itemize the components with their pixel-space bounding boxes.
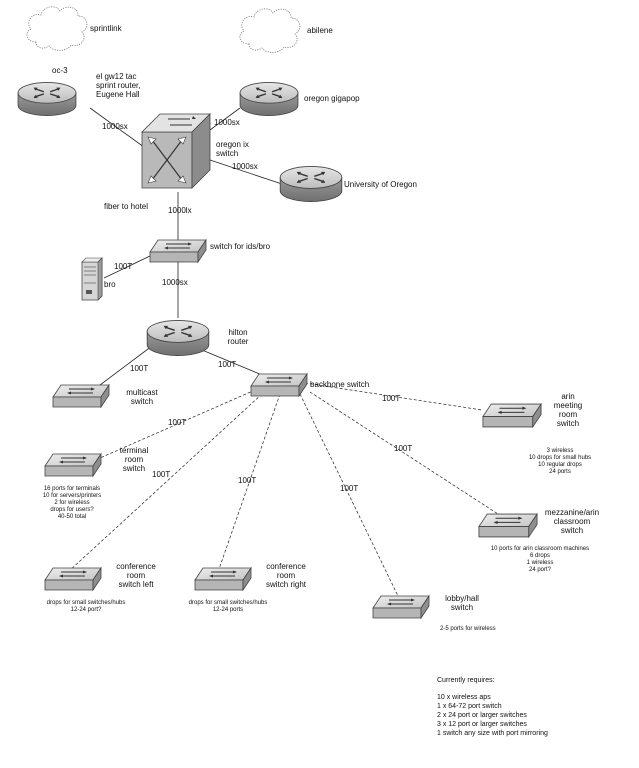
- link-label-router-multicast: 100T: [130, 364, 149, 373]
- sprintlink-label: sprintlink: [90, 24, 122, 33]
- link-label-sprint-ix: 1000sx: [102, 122, 128, 131]
- abilene-label: abilene: [307, 26, 333, 35]
- link-backbone-to-conf-right: [217, 393, 281, 573]
- sprintlink-cloud-icon: [26, 6, 88, 51]
- arin-meeting-switch-label: arin meeting room switch: [553, 392, 583, 428]
- backbone-switch-label: backbone switch: [310, 380, 370, 389]
- fiber-to-hotel-label: fiber to hotel: [104, 202, 149, 211]
- gigapop-label: oregon gigapop: [304, 94, 360, 103]
- requirement-item: 2 x 24 port or larger switches: [437, 712, 527, 719]
- conf-right-switch-label: conference room switch right: [265, 562, 307, 589]
- hilton-router-label: hilton router: [227, 328, 249, 346]
- link-sprint-router-to-oregon-ix: [89, 107, 149, 151]
- conf-right-switch-icon: [194, 567, 252, 591]
- link-label-gigapop-ix: 1000sx: [214, 118, 240, 127]
- link-router-to-multicast: [99, 345, 153, 386]
- link-router-to-backbone: [201, 349, 263, 376]
- arin-meeting-ports-note: 3 wireless 10 drops for small hubs 10 re…: [528, 448, 592, 475]
- link-label-conf-right: 100T: [238, 476, 257, 485]
- requirements-list: Currently requires: 10 x wireless aps 1 …: [437, 676, 548, 738]
- link-label-mezzanine: 100T: [394, 444, 413, 453]
- link-label-ids-bro: 100T: [114, 262, 133, 271]
- link-ids-switch-to-bro: [103, 255, 151, 279]
- abilene-cloud-icon: [239, 8, 301, 53]
- oregon-ix-label: oregon ix switch: [216, 140, 249, 158]
- requirement-item: 1 switch any size with port mirroring: [437, 730, 548, 737]
- sprint-router-icon: [17, 81, 77, 117]
- link-oregon-ix-to-univ-oregon: [209, 159, 283, 185]
- link-backbone-to-terminal: [99, 389, 256, 459]
- univ-oregon-router-icon: [279, 165, 343, 203]
- link-backbone-to-mezzanine: [309, 391, 499, 515]
- bro-server-icon: [81, 257, 103, 301]
- terminal-room-switch-label: terminal room switch: [119, 446, 149, 473]
- ids-bro-switch-icon: [149, 239, 207, 263]
- link-gigapop-to-oregon-ix: [209, 107, 241, 131]
- mezzanine-switch-label: mezzanine/arin classroom switch: [544, 508, 600, 535]
- link-label-ids-router: 1000sx: [162, 278, 188, 287]
- mezzanine-switch-icon: [478, 513, 538, 538]
- bro-label: bro: [104, 280, 116, 289]
- requirements-title: Currently requires:: [437, 677, 495, 684]
- link-label-lobby: 100T: [340, 484, 359, 493]
- lobby-ports-note: 2-5 ports for wireless: [440, 626, 496, 632]
- univ-oregon-label: University of Oregon: [344, 180, 417, 189]
- link-label-conf-left: 100T: [152, 470, 171, 479]
- link-backbone-to-conf-left: [67, 393, 263, 573]
- requirement-item: 3 x 12 port or larger switches: [437, 721, 527, 728]
- link-label-router-backbone: 100T: [218, 360, 237, 369]
- lobby-switch-label: lobby/hall switch: [445, 594, 479, 612]
- arin-meeting-switch-icon: [482, 403, 542, 428]
- requirement-item: 1 x 64-72 port switch: [437, 703, 502, 710]
- ids-bro-switch-label: switch for ids/bro: [210, 242, 271, 251]
- mezzanine-ports-note: 10 ports for arin classroom machines 6 d…: [490, 546, 590, 573]
- multicast-switch-label: multicast switch: [126, 388, 158, 406]
- oc3-label: oc-3: [52, 66, 68, 75]
- conf-left-ports-note: drops for small switches/hubs 12-24 port…: [46, 600, 126, 613]
- link-label-ix-ids: 1000lx: [168, 206, 192, 215]
- requirement-item: 10 x wireless aps: [437, 694, 491, 701]
- link-backbone-to-lobby: [299, 393, 399, 597]
- terminal-room-switch-icon: [44, 453, 102, 477]
- backbone-switch-icon: [250, 373, 308, 397]
- link-label-arin: 100T: [382, 394, 401, 403]
- link-label-terminal: 100T: [168, 418, 187, 427]
- conf-left-switch-icon: [44, 567, 102, 591]
- hilton-router-icon: [146, 319, 210, 357]
- conf-right-ports-note: drops for small switches/hubs 12-24 port…: [188, 600, 268, 613]
- terminal-ports-note: 16 ports for terminals 10 for servers/pr…: [42, 486, 102, 520]
- link-label-ix-uo: 1000sx: [232, 162, 258, 171]
- lobby-switch-icon: [372, 595, 430, 619]
- multicast-switch-icon: [52, 384, 110, 408]
- gigapop-router-icon: [239, 81, 299, 117]
- oregon-ix-switch-icon: [141, 113, 211, 189]
- sprint-router-label: el gw12 tac sprint router, Eugene Hall: [96, 72, 141, 99]
- conf-left-switch-label: conference room switch left: [116, 562, 156, 589]
